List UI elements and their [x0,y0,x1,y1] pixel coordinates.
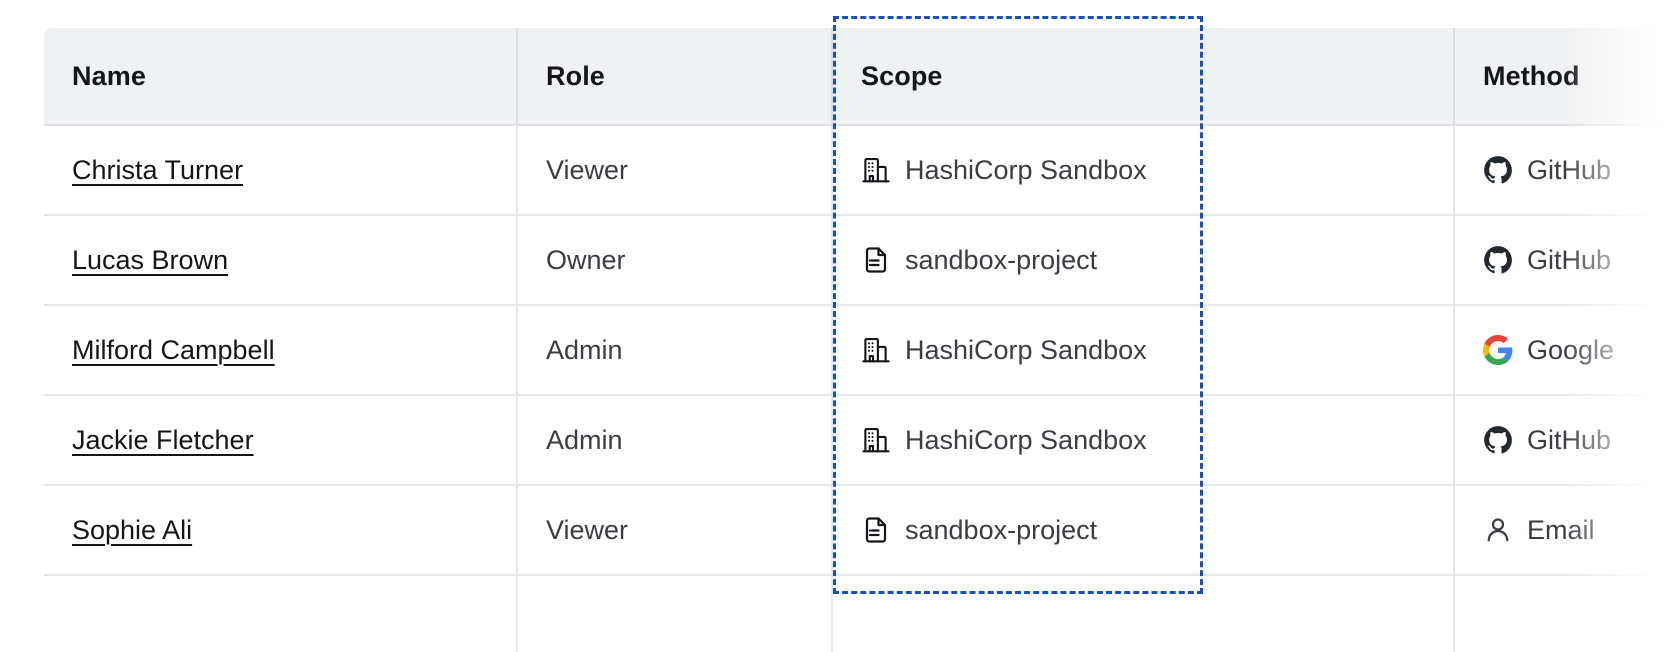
cell-name: Jackie Fletcher [44,396,518,486]
scope-label: sandbox-project [905,244,1098,275]
column-header-scope[interactable]: Scope [833,28,1455,126]
project-document-icon [861,515,891,545]
cell-name: Sophie Ali [44,486,518,576]
table-row: Milford Campbell Admin HashiCorp Sandbox Go… [44,306,1672,396]
method-label: Email [1527,514,1595,545]
cell-scope: sandbox-project [833,216,1455,306]
cell-name: Milford Campbell [44,306,518,396]
column-header-method[interactable]: Method [1455,28,1672,126]
user-name-link[interactable]: Lucas Brown [72,244,229,275]
scope-label: HashiCorp Sandbox [905,334,1147,365]
cell-method: GitHub [1455,396,1672,486]
table-header-row: Name Role Scope Method [44,28,1672,126]
table-row: Lucas Brown Owner sandbox-project GitHub [44,216,1672,306]
project-document-icon [861,245,891,275]
table-header: Name Role Scope Method [44,28,1672,126]
cell-name: Lucas Brown [44,216,518,306]
cell-method: Email [1455,486,1672,576]
cell-method: Google [1455,306,1672,396]
user-name-link[interactable]: Milford Campbell [72,334,275,365]
user-name-link[interactable]: Sophie Ali [72,514,193,545]
cell-partial [1455,576,1672,652]
cell-scope: sandbox-project [833,486,1455,576]
cell-partial [833,576,1455,652]
organization-icon [861,155,891,185]
method-label: GitHub [1527,244,1612,275]
method-label: GitHub [1527,424,1612,455]
cell-name: Christa Turner [44,126,518,216]
user-name-link[interactable]: Christa Turner [72,154,244,185]
cell-partial [44,576,518,652]
column-header-role[interactable]: Role [518,28,833,126]
github-icon [1483,245,1513,275]
method-label: Google [1527,334,1615,365]
cell-partial [518,576,833,652]
cell-role: Viewer [518,126,833,216]
scope-label: HashiCorp Sandbox [905,154,1147,185]
method-label: GitHub [1527,154,1612,185]
google-icon [1483,335,1513,365]
cell-role: Owner [518,216,833,306]
cell-scope: HashiCorp Sandbox [833,126,1455,216]
organization-icon [861,335,891,365]
table-row: Sophie Ali Viewer sandbox-project Email [44,486,1672,576]
column-header-name[interactable]: Name [44,28,518,126]
table-row: Christa Turner Viewer HashiCorp Sandbox Git… [44,126,1672,216]
table-row [44,576,1672,652]
cell-role: Viewer [518,486,833,576]
cell-method: GitHub [1455,216,1672,306]
cell-role: Admin [518,306,833,396]
github-icon [1483,155,1513,185]
cell-role: Admin [518,396,833,486]
cell-scope: HashiCorp Sandbox [833,396,1455,486]
cell-method: GitHub [1455,126,1672,216]
organization-icon [861,425,891,455]
github-icon [1483,425,1513,455]
user-icon [1483,515,1513,545]
cell-scope: HashiCorp Sandbox [833,306,1455,396]
table-row: Jackie Fletcher Admin HashiCorp Sandbox Git… [44,396,1672,486]
scope-label: HashiCorp Sandbox [905,424,1147,455]
scope-label: sandbox-project [905,514,1098,545]
user-name-link[interactable]: Jackie Fletcher [72,424,254,455]
